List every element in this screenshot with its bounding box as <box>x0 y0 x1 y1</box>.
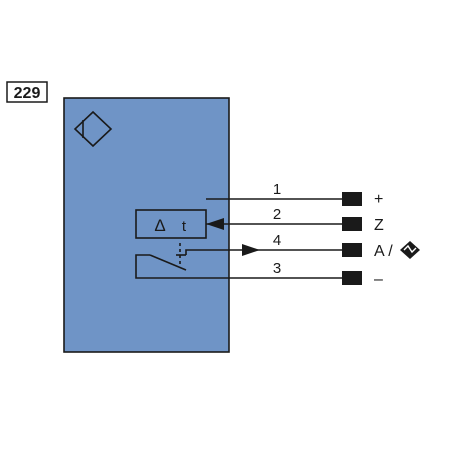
terminal-label: – <box>374 271 383 288</box>
inductive-sensor-diamond-icon <box>73 110 113 148</box>
terminal-block <box>342 192 362 206</box>
wire-number: 1 <box>273 181 281 198</box>
wire-number: 3 <box>273 260 281 277</box>
terminal-label: A / <box>374 243 393 260</box>
figure-number: 229 <box>14 85 41 102</box>
wire-number: 4 <box>273 232 281 249</box>
time-label: t <box>182 218 187 235</box>
switch-contact <box>135 243 187 279</box>
wire-numbers: 1 2 4 3 <box>273 181 281 277</box>
arrow-heads <box>206 218 260 256</box>
terminal-blocks <box>342 192 362 285</box>
input-arrow-icon <box>206 218 224 230</box>
wire-number: 2 <box>273 206 281 223</box>
terminal-block <box>342 271 362 285</box>
terminal-labels: + Z A / – <box>374 191 393 288</box>
terminal-label: + <box>374 191 383 208</box>
antivalent-output-icon <box>400 241 420 259</box>
figure-number-badge: 229 <box>6 81 48 103</box>
terminal-label: Z <box>374 217 384 234</box>
sensor-body <box>63 97 230 353</box>
terminal-block <box>342 217 362 231</box>
wire-lines <box>158 198 342 279</box>
terminal-block <box>342 243 362 257</box>
output-arrow-icon <box>242 244 260 256</box>
delta-symbol: Δ <box>154 216 165 235</box>
